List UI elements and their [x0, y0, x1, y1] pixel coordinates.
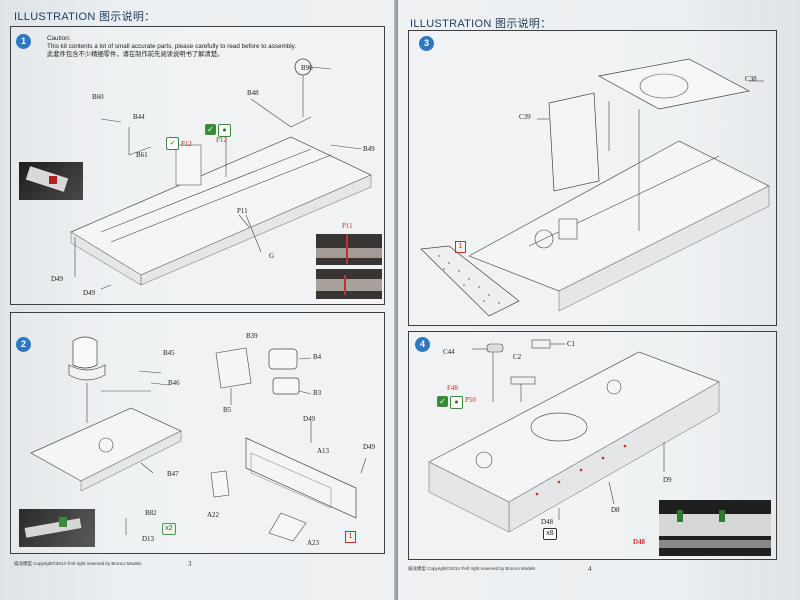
assembly-marker-1: 1: [455, 241, 466, 253]
part-label-b60: B60: [92, 93, 104, 101]
part-label-b96: B96: [301, 64, 313, 72]
step-2-number: 2: [16, 337, 31, 352]
part-label-b39: B39: [246, 332, 258, 340]
part-label-b3: B3: [313, 389, 322, 397]
left-page-number: 3: [188, 560, 192, 568]
part-label-a13: A13: [317, 447, 330, 455]
part-label-b5: B5: [223, 406, 232, 414]
quantity-badge-x8: x8: [543, 528, 557, 540]
part-label-b49: B49: [363, 145, 375, 153]
part-label-b61: B61: [136, 151, 148, 159]
part-label-a23: A23: [307, 539, 320, 547]
right-page-header: ILLUSTRATION 图示说明：: [410, 18, 552, 30]
step-1-number: 1: [16, 34, 31, 49]
part-label-d13: D13: [142, 535, 155, 543]
caution-title: Caution:: [47, 35, 71, 42]
step-1-panel: 1 Caution: This kit contents a lot of sm…: [10, 26, 385, 305]
reference-photo-3: [316, 269, 382, 299]
right-page-number: 4: [588, 565, 592, 573]
part-label-f48: F48: [447, 384, 458, 392]
part-label-d8: D8: [611, 506, 620, 514]
assembly-marker-1: 1: [345, 531, 356, 543]
step-2-drawing: [30, 336, 367, 542]
part-label-b48: B48: [247, 89, 259, 97]
part-label-d49a: D49: [51, 275, 64, 283]
part-label-p50: P50: [465, 396, 476, 404]
part-label-c38: C38: [745, 75, 757, 83]
glue-green-icon: ✓: [437, 396, 448, 407]
part-label-c2: C2: [513, 353, 522, 361]
step-4-panel: 4 C44 C1: [408, 331, 777, 560]
part-label-b4: B4: [313, 353, 322, 361]
part-label-b46: B46: [168, 379, 180, 387]
part-label-c44: C44: [443, 348, 455, 356]
part-label-p12a: P12: [181, 140, 192, 148]
part-label-c39: C39: [519, 113, 531, 121]
step-3-panel: 3 C38 C39: [408, 30, 777, 326]
right-page: ILLUSTRATION 图示说明： 3: [398, 0, 800, 600]
part-label-d48b: D48: [633, 538, 646, 546]
part-label-b47: B47: [167, 470, 179, 478]
part-label-p12b: P12: [216, 136, 227, 144]
step-4-number: 4: [415, 337, 430, 352]
part-label-d49b: D49: [363, 443, 376, 451]
glue-dot-icon: ●: [450, 396, 463, 409]
caution-english: This kit contents a lot of small accurat…: [47, 43, 297, 50]
glue-check-icon: ✓: [166, 137, 179, 150]
part-label-p11b: P11: [342, 222, 353, 230]
reference-photo-1: [19, 162, 83, 200]
right-page-footer: 威龙模型 Copyright©2014 ®All right reserved …: [408, 566, 536, 571]
step-2-panel: 2: [10, 312, 385, 554]
reference-photo-5: [659, 500, 771, 556]
step-3-drawing: [420, 58, 770, 317]
part-label-d49b: D49: [83, 289, 96, 297]
reference-photo-2: [316, 234, 382, 265]
left-page-footer: 威龙模型 Copyright©2014 ®All right reserved …: [14, 561, 142, 566]
caution-chinese: 此套件包含不少精细零件，请在制作前先阅读说明书了解清楚。: [47, 51, 224, 58]
part-label-d9: D9: [663, 476, 672, 484]
step-4-drawing: [428, 339, 720, 533]
part-label-p11a: P11: [237, 207, 248, 215]
caution-note: Caution: This kit contents a lot of smal…: [47, 35, 347, 59]
part-label-c1: C1: [567, 340, 576, 348]
glue-dot-icon: ●: [218, 124, 231, 137]
part-label-d49a: D49: [303, 415, 316, 423]
part-label-g: G: [269, 252, 275, 260]
step-3-number: 3: [419, 36, 434, 51]
part-label-d48a: D48: [541, 518, 554, 526]
part-label-b45: B45: [163, 349, 175, 357]
part-label-b44: B44: [133, 113, 145, 121]
reference-photo-4: [19, 509, 95, 547]
glue-green-icon: ✓: [205, 124, 216, 135]
left-page: ILLUSTRATION 图示说明： 1 Caution: This kit c…: [0, 0, 396, 600]
book-spine: [394, 0, 400, 600]
quantity-badge-x2: x2: [162, 523, 176, 535]
left-page-header: ILLUSTRATION 图示说明：: [14, 11, 156, 23]
part-label-a22: A22: [207, 511, 220, 519]
part-label-b82: B82: [145, 509, 157, 517]
step-1-drawing: [70, 58, 372, 290]
